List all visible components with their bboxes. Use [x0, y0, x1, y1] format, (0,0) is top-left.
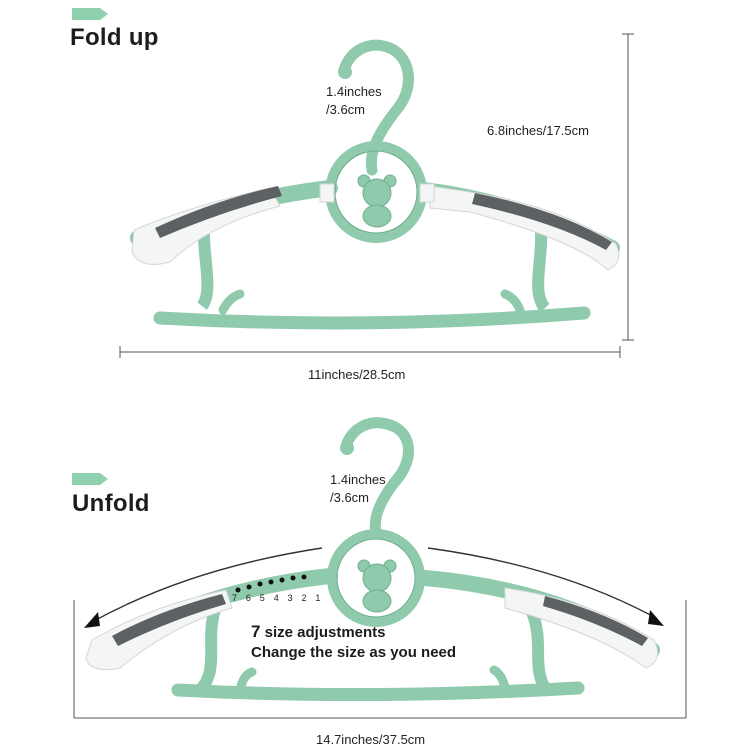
- size-adjustments-number: 7: [251, 622, 261, 641]
- unfold-section-tag-icon: [72, 473, 108, 485]
- unfold-hook-size-cm: /3.6cm: [330, 490, 370, 505]
- size-adjustments-subtitle: Change the size as you need: [251, 644, 457, 661]
- unfold-width-label: 14.7inches/37.5cm: [316, 732, 426, 747]
- bear-icon: [357, 174, 397, 228]
- folded-hanger: [130, 39, 620, 330]
- fold-hook-size-inches: 1.4inches: [326, 84, 382, 99]
- fold-width-label: 11inches/28.5cm: [308, 367, 406, 382]
- size-adjustments-title: 7 size adjustments: [251, 622, 386, 642]
- expand-left-arrow-icon: [84, 547, 323, 628]
- fold-section-tag-icon: [72, 8, 108, 20]
- fold-height-dimension: [622, 33, 634, 341]
- bear-icon: [357, 559, 397, 613]
- expand-right-arrow-icon: [427, 547, 664, 626]
- fold-up-heading: Fold up: [70, 24, 159, 51]
- unfold-heading: Unfold: [72, 490, 150, 517]
- fold-hook-size-cm: /3.6cm: [326, 102, 366, 117]
- size-adjustments-text: size adjustments: [260, 624, 386, 641]
- size-adjustment-dots: [235, 574, 307, 593]
- fold-height-label: 6.8inches/17.5cm: [487, 123, 589, 138]
- unfold-width-dimension: [73, 600, 687, 719]
- fold-width-dimension: [119, 346, 621, 358]
- unfolded-hanger: [85, 417, 660, 702]
- unfold-hook-size-inches: 1.4inches: [330, 472, 386, 487]
- adjustment-step-numbers: 7 6 5 4 3 2 1: [232, 593, 324, 603]
